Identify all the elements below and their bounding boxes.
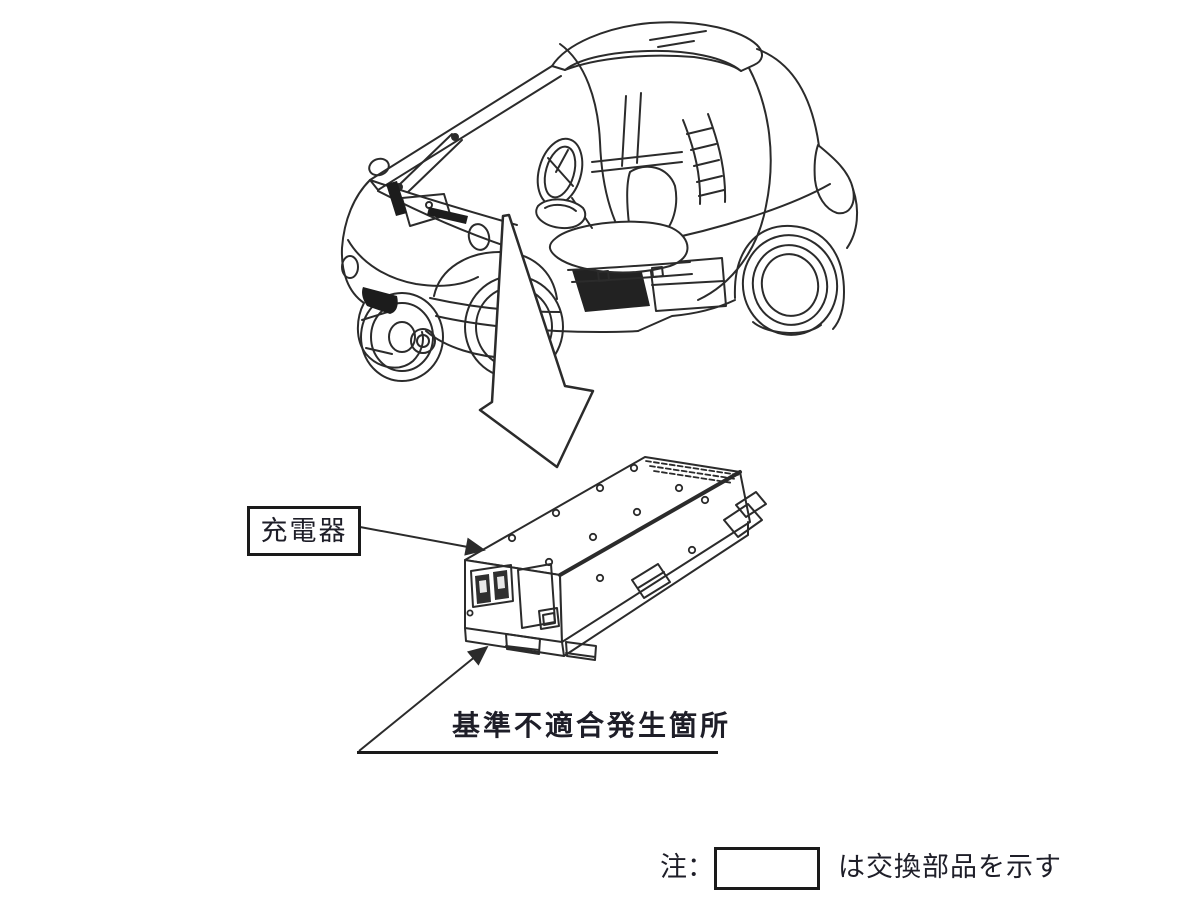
highlight-down-arrow-icon [478, 213, 595, 469]
charger-leader-arrow-icon [359, 526, 486, 556]
note-prefix: 注： [660, 852, 714, 882]
defect-leader-arrow-icon [358, 645, 489, 752]
defect-location-label: 基準不適合発生箇所 [452, 711, 732, 742]
note-suffix: は交換部品を示す [838, 852, 1062, 882]
charger-label-box: 充電器 [247, 506, 361, 556]
car-illustration [340, 21, 859, 382]
defect-underline [357, 751, 718, 754]
legend-sample-box [714, 847, 820, 890]
charger-label: 充電器 [260, 515, 348, 546]
charger-unit-illustration [464, 456, 767, 661]
